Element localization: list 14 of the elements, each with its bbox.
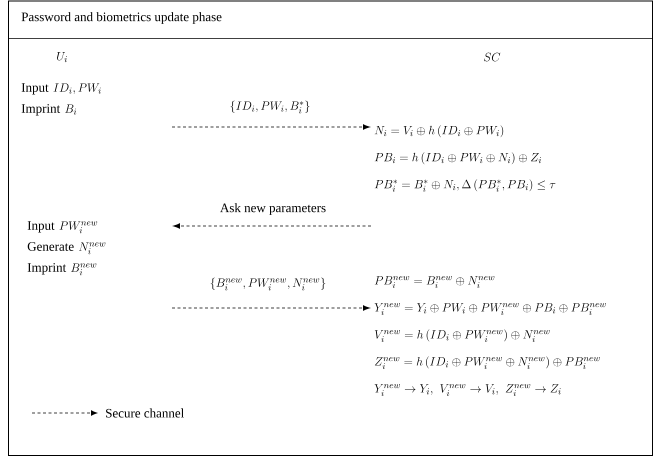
message-step: $\text{Input } ID_i, PW_i$ $\text{Imprint } B_i$ (22, 83, 101, 116)
title: Password and biometrics update phase (22, 12, 222, 24)
column-header: $SC$ (484, 52, 500, 62)
arrow (173, 223, 372, 229)
legend-label: Secure channel (106, 408, 184, 418)
edge-label: $\left\{B_i^{new}, PW_i^{new}, N_i^{new}\right\}$ (210, 278, 326, 290)
edge-label: $\text{Ask new parameters}$ (220, 203, 326, 215)
message-step: $\text{Input } PW_i^{new}$ $\text{Generate } N_i^{new}$ $\text{Imprint } B_i^{new}$ (28, 221, 106, 276)
message-step: $PB_i^{new} = B_i^{new} \oplus N_i^{new}$ $Y_i^{new} = Y_i \oplus PW_i \oplus PW_i^{new} \oplus PB_i \oplus PB_i^{new}$ $V_i^{new} = h\left(ID_i \oplus PW_i^{new}\right) \oplus N_i^{new}$ $Z_i^{new} = h\left(ID_i \oplus PW_i^{new} \oplus N_i^{new}\right) \oplus PB_i^{new}$ $Y_i^{new} \to Y_i,\ V_i^{new} \to V_i,\ Z_i^{new} \to Z_i$ (374, 276, 606, 396)
column-header: $U_i$ (57, 52, 67, 62)
message-step: $N_i = V_i \oplus h\left(ID_i \oplus PW_i\right)$ $PB_i = h\left(ID_i \oplus PW_i \oplus N_i\right) \oplus Z_i$ $PB_i^* = B_i^* \oplus N_i, \Delta\left(PB_i^*, PB_i\right) \le \tau$ (374, 125, 556, 192)
arrow (172, 305, 370, 311)
arrow (172, 124, 370, 130)
edge-label: $\left\{ID_i, PW_i, B_i^*\right\}$ (230, 100, 310, 114)
